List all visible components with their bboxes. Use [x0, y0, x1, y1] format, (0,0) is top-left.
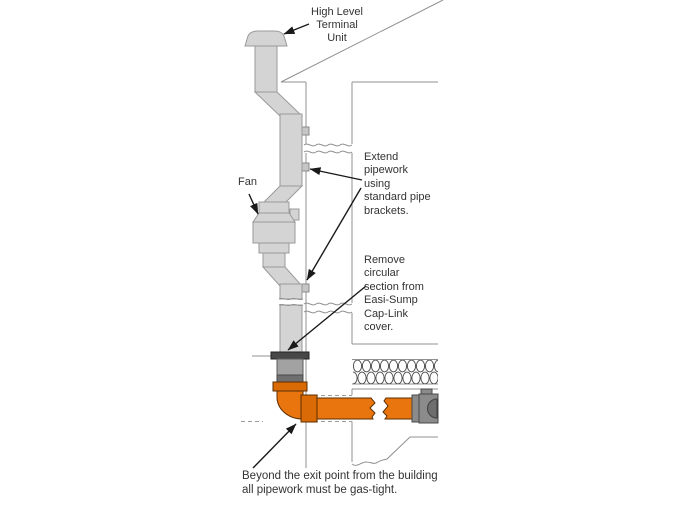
arrow-bracket-lower [306, 187, 362, 281]
duct-pipe-1 [316, 397, 376, 420]
orange-duct [272, 381, 439, 424]
duct-top-socket [272, 381, 308, 392]
arrow-cap-link [287, 285, 367, 351]
roof-line [280, 0, 444, 83]
leader-arrows [248, 23, 367, 469]
label-high-level-terminal-unit: High Level Terminal Unit [311, 6, 363, 44]
cover-collar [276, 358, 304, 376]
duct-socket [300, 394, 318, 423]
label-gas-tight: Beyond the exit point from the building … [242, 470, 438, 496]
arrow-fan [248, 193, 259, 215]
end-fitting-face [427, 398, 438, 419]
wall-break-lower [303, 302, 353, 314]
cover-flange [270, 351, 310, 360]
terminal-cap [244, 30, 288, 47]
arrow-terminal [283, 23, 310, 35]
floor-insulation [353, 360, 438, 384]
arrow-bracket-upper [309, 167, 363, 181]
cap-link-cover [270, 351, 310, 383]
label-fan: Fan [238, 176, 257, 188]
pipe-break [278, 297, 304, 307]
cover-band [276, 374, 304, 383]
wall-break-upper [303, 143, 353, 154]
duct-pipe-2 [382, 397, 413, 420]
fan-body [252, 221, 296, 244]
arrow-exit-point [252, 423, 297, 469]
end-fitting-tab [420, 388, 433, 395]
fan-shoulder [252, 212, 296, 223]
grey-riser-pipe [244, 30, 310, 353]
label-remove-section: Remove circular section from Easi-Sump C… [364, 254, 424, 334]
fan-bottom-coupling [258, 242, 290, 254]
ground-line [351, 436, 438, 466]
building-outline [252, 0, 444, 468]
label-extend-pipework: Extend pipework using standard pipe brac… [364, 151, 431, 217]
floor-lines [352, 343, 438, 390]
fan-top-coupling [258, 201, 290, 214]
end-fitting-ring [411, 394, 420, 423]
